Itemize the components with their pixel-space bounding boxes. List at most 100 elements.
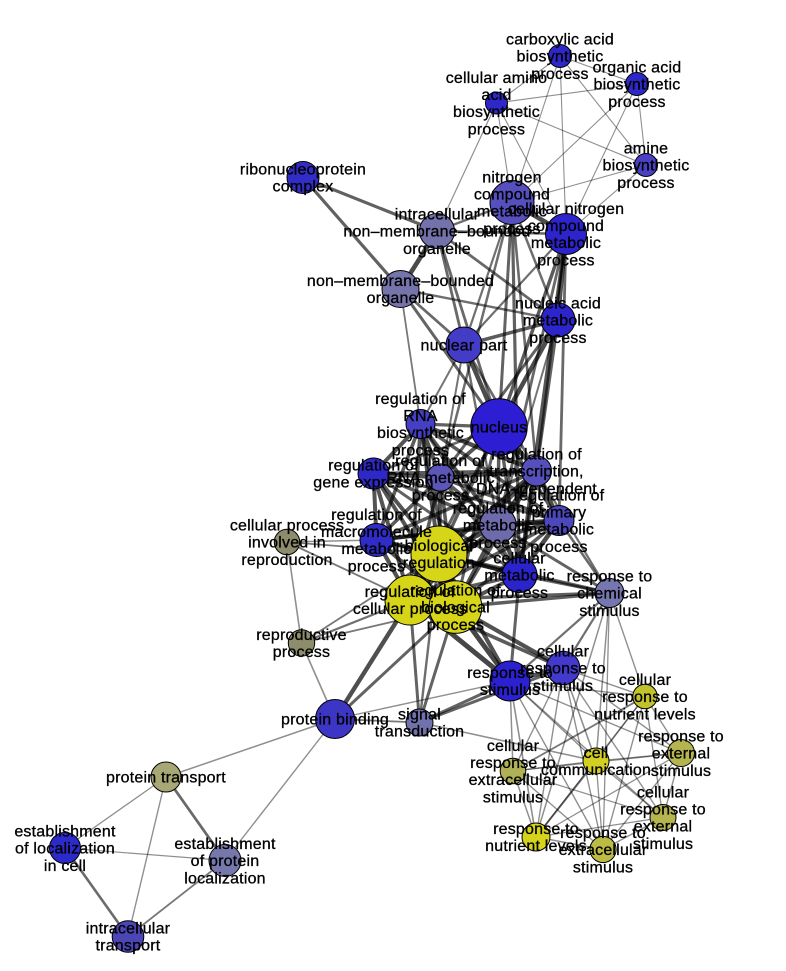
svg-text:process: process [617,175,674,192]
svg-text:biosynthetic: biosynthetic [377,425,464,442]
svg-text:process: process [530,539,587,556]
svg-text:process: process [529,330,586,347]
svg-text:process: process [483,221,540,238]
svg-text:process: process [468,121,525,138]
svg-text:stimulus: stimulus [480,682,540,699]
svg-text:complex: complex [273,179,334,196]
svg-text:response to: response to [638,728,724,745]
svg-text:regulation of: regulation of [331,507,422,524]
svg-text:intracellular: intracellular [395,206,480,223]
svg-text:gene expression: gene expression [313,475,433,492]
svg-text:cellular: cellular [487,738,540,755]
svg-text:nutrient levels: nutrient levels [485,838,587,855]
svg-text:external: external [634,819,693,836]
svg-text:metabolic: metabolic [523,313,593,330]
svg-text:organelle: organelle [403,241,471,258]
svg-text:of protein: of protein [191,853,260,870]
svg-text:regulation of: regulation of [514,487,605,504]
svg-text:nitrogen: nitrogen [482,169,541,186]
svg-text:cellular nitrogen: cellular nitrogen [508,201,624,218]
svg-text:establishment: establishment [14,823,116,840]
svg-text:establishment: establishment [174,836,276,853]
svg-text:extracellular: extracellular [559,842,648,859]
svg-text:process: process [608,94,665,111]
svg-text:cellular amino: cellular amino [446,70,548,87]
svg-text:protein binding: protein binding [281,712,389,729]
svg-text:metabolic: metabolic [477,204,547,221]
svg-text:external: external [652,746,711,763]
svg-text:acid: acid [481,87,511,104]
svg-text:process: process [537,252,594,269]
svg-text:extracellular: extracellular [469,772,558,789]
svg-text:communication: communication [541,762,651,779]
svg-text:cellular: cellular [637,784,690,801]
svg-text:metabolic: metabolic [524,522,594,539]
svg-text:signal: signal [398,707,441,724]
svg-text:organic acid: organic acid [593,59,682,76]
svg-text:response to: response to [567,568,653,585]
svg-text:regulation of: regulation of [375,391,466,408]
svg-text:response to: response to [520,661,606,678]
svg-text:primary: primary [532,505,587,522]
svg-text:process: process [491,585,548,602]
svg-text:metabolic: metabolic [531,235,601,252]
svg-text:metabolic: metabolic [484,568,554,585]
svg-text:regulation of: regulation of [453,500,544,517]
svg-text:process: process [531,66,588,83]
svg-text:metabolic: metabolic [341,541,411,558]
svg-text:in cell: in cell [44,858,86,875]
svg-text:biosynthetic: biosynthetic [603,158,690,175]
svg-text:response to: response to [560,825,646,842]
svg-text:process: process [348,558,405,575]
svg-text:non–membrane–bounded: non–membrane–bounded [307,273,494,290]
svg-text:stimulus: stimulus [651,763,711,780]
svg-text:cellular process: cellular process [353,601,467,618]
svg-text:intracellular: intracellular [86,921,171,938]
svg-text:response to: response to [493,821,579,838]
svg-text:biological: biological [405,538,474,555]
svg-text:DNA–dependent: DNA–dependent [476,481,597,498]
svg-text:biosynthetic: biosynthetic [517,49,604,66]
svg-text:cellular: cellular [537,643,590,660]
svg-text:regulation of: regulation of [365,584,456,601]
svg-text:transport: transport [96,938,161,955]
svg-text:transcription,: transcription, [489,464,583,481]
svg-text:reproduction: reproduction [241,552,332,569]
svg-text:biosynthetic: biosynthetic [453,104,540,121]
svg-text:cellular: cellular [493,550,546,567]
svg-text:compound: compound [528,218,604,235]
svg-text:reproductive: reproductive [256,627,346,644]
svg-text:non–membrane–bounded: non–membrane–bounded [343,224,530,241]
svg-text:process: process [469,535,526,552]
svg-text:regulation of: regulation of [395,453,486,470]
svg-text:stimulus: stimulus [579,603,639,620]
svg-text:biosynthetic: biosynthetic [594,77,681,94]
svg-text:response to: response to [470,755,556,772]
svg-text:organelle: organelle [367,290,435,307]
svg-text:amine: amine [624,140,669,157]
svg-text:compound: compound [474,187,550,204]
svg-text:ribonucleoprotein: ribonucleoprotein [240,162,366,179]
svg-text:metabolic: metabolic [463,518,533,535]
svg-text:chemical: chemical [577,586,642,603]
svg-text:response to: response to [620,802,706,819]
svg-text:nutrient levels: nutrient levels [594,706,696,723]
svg-text:cellular process: cellular process [230,517,344,534]
svg-text:transduction: transduction [375,724,465,741]
svg-text:regulation: regulation [403,555,475,572]
svg-text:stimulus: stimulus [483,789,543,806]
svg-text:nucleic acid: nucleic acid [515,295,601,312]
svg-text:carboxylic acid: carboxylic acid [506,31,614,48]
svg-text:involved in: involved in [248,535,326,552]
svg-text:nuclear part: nuclear part [421,338,508,355]
svg-text:cellular: cellular [619,672,672,689]
svg-text:stimulus: stimulus [573,859,633,876]
svg-text:regulation of: regulation of [410,582,501,599]
svg-text:process: process [412,487,469,504]
svg-text:response to: response to [467,665,553,682]
svg-text:regulation of: regulation of [328,458,419,475]
svg-text:protein transport: protein transport [106,770,226,787]
svg-text:process: process [392,442,449,459]
svg-text:macromolecule: macromolecule [321,524,432,541]
svg-text:process: process [427,617,484,634]
